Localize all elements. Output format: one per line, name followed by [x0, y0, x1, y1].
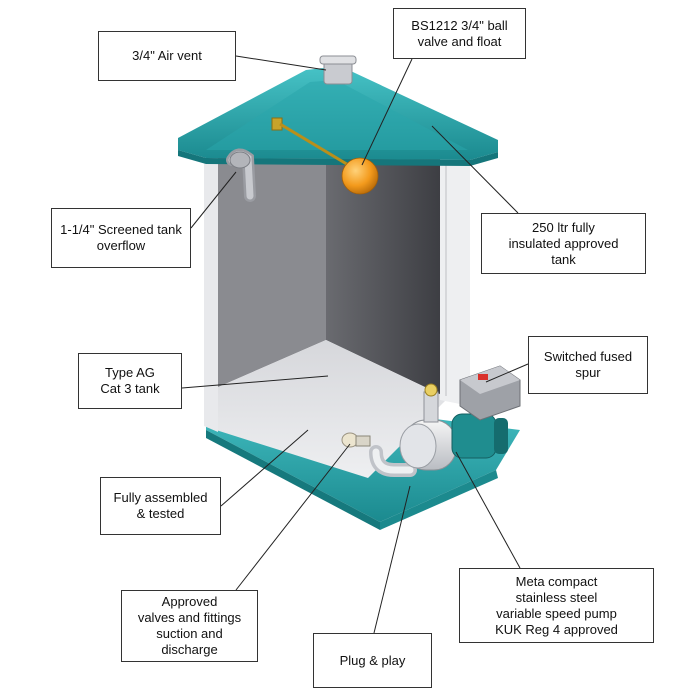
ball-valve-float: [271, 117, 379, 195]
callout-insulated-tank: 250 ltr fully insulated approved tank: [481, 213, 646, 274]
leader-ball-valve: [361, 58, 413, 166]
tank-front-wall: [440, 152, 470, 406]
overflow-pipe: [226, 148, 256, 202]
callout-valves: Approved valves and fittings suction and…: [121, 590, 258, 662]
leader-lines: [181, 55, 529, 634]
leader-valves: [235, 443, 351, 591]
callout-assembled: Fully assembled & tested: [100, 477, 221, 535]
callout-overflow: 1-1/4" Screened tank overflow: [51, 208, 191, 268]
tank-side-wall: [204, 148, 218, 432]
suction-fitting: [341, 432, 371, 448]
pump-assembly: [369, 383, 508, 477]
air-vent-cap: [319, 55, 357, 85]
callout-pump: Meta compact stainless steel variable sp…: [459, 568, 654, 643]
leader-insulated: [431, 125, 519, 214]
leader-type-ag: [181, 375, 329, 389]
tank-interior: [216, 148, 448, 478]
callout-type-ag: Type AG Cat 3 tank: [78, 353, 182, 409]
leader-air-vent: [235, 55, 327, 71]
leader-pump: [455, 451, 521, 569]
leader-overflow: [190, 171, 237, 229]
leader-assembled: [220, 429, 309, 507]
leader-plug: [373, 485, 411, 634]
leader-fused-spur: [485, 363, 529, 383]
tank-lid: [178, 66, 498, 166]
callout-air-vent: 3/4" Air vent: [98, 31, 236, 81]
callout-ball-valve: BS1212 3/4" ball valve and float: [393, 8, 526, 59]
callout-fused-spur: Switched fused spur: [528, 336, 648, 394]
callout-plug-play: Plug & play: [313, 633, 432, 688]
